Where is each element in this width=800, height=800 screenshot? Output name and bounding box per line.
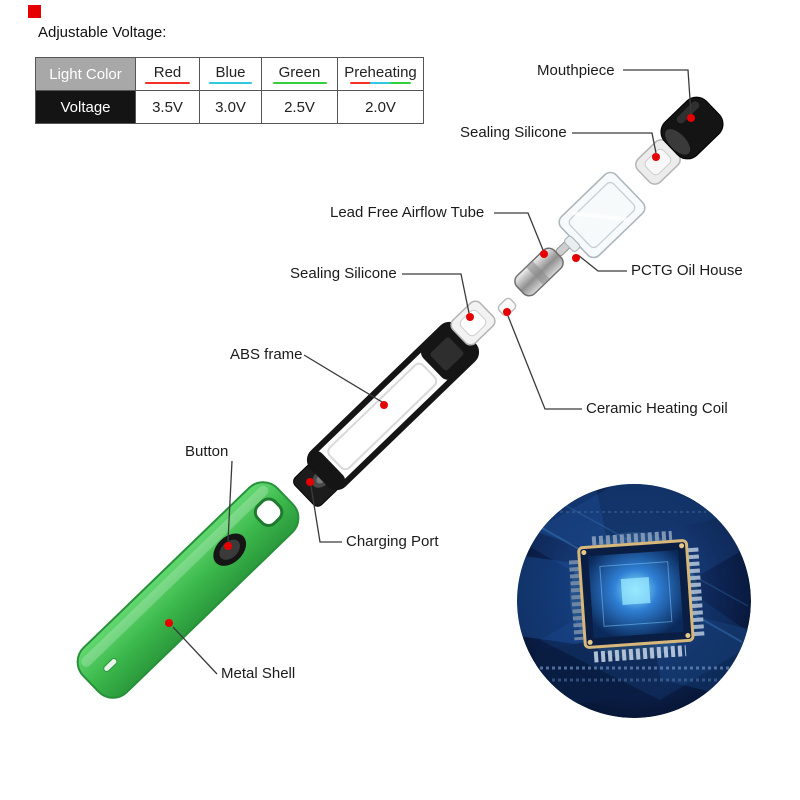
label-charging-port: Charging Port [346,533,439,550]
label-button: Button [185,443,229,460]
marker-dot-charging-port [306,478,314,486]
leader-line-button [227,460,233,542]
table-color-blue: Blue [200,58,262,91]
leader-line-ceramic-heating-coil [507,315,582,410]
label-sealing-silicone-top: Sealing Silicone [460,124,567,141]
marker-dot-airflow-tube [540,250,548,258]
leader-line-metal-shell [172,626,218,675]
table-color-preheating: Preheating [338,58,424,91]
table-color-green: Green [262,58,338,91]
cpu-photo-circle [517,484,751,718]
label-abs-frame: ABS frame [230,346,303,363]
leader-line-airflow-tube [494,212,544,251]
voltage-green: 2.5V [262,91,338,124]
marker-dot-sealing-silicone-mid [466,313,474,321]
metal-shell-graphic [76,481,300,699]
airflow-tube-graphic [514,241,571,297]
pctg-oil-house-graphic [558,171,646,259]
led-slot [103,658,118,672]
voltage-red: 3.5V [136,91,200,124]
marker-dot-mouthpiece [687,114,695,122]
marker-dots [165,114,695,627]
label-pctg-oil-house: PCTG Oil House [631,262,743,279]
label-airflow-tube: Lead Free Airflow Tube [330,204,485,221]
leader-lines [172,69,692,675]
label-ceramic-heating-coil: Ceramic Heating Coil [586,400,728,417]
corner-marker [28,5,41,18]
cpu-chip [568,530,705,663]
voltage-table: Light Color Red Blue Green Preheating Vo… [35,57,424,124]
marker-dot-sealing-silicone-top [652,153,660,161]
section-title: Adjustable Voltage: [38,24,167,41]
label-metal-shell: Metal Shell [221,665,296,682]
label-mouthpiece: Mouthpiece [537,62,615,79]
marker-dot-ceramic-heating-coil [503,308,511,316]
ceramic-heating-coil-graphic [497,297,517,317]
label-sealing-silicone-mid: Sealing Silicone [290,265,397,282]
preheating-underline [349,82,412,84]
red-underline [144,82,191,84]
leader-line-abs-frame [303,354,383,403]
table-row1-label: Light Color [36,58,136,91]
leader-line-mouthpiece [623,69,692,115]
color-name-blue: Blue [215,64,246,81]
color-name-red: Red [153,64,182,81]
color-name-green: Green [278,64,321,81]
leader-line-sealing-silicone-mid [402,273,470,314]
voltage-blue: 3.0V [200,91,262,124]
marker-dot-button [224,542,232,550]
leader-line-charging-port [310,485,342,543]
leader-line-sealing-silicone-top [572,132,657,154]
leader-line-pctg-oil-house [577,254,627,272]
marker-dot-abs-frame [380,401,388,409]
color-name-preheating: Preheating [344,64,417,81]
green-underline [272,82,327,84]
abs-frame-graphic [306,321,480,491]
mouthpiece-graphic [660,96,724,160]
voltage-preheating: 2.0V [338,91,424,124]
marker-dot-pctg-oil-house [572,254,580,262]
lanyard-hole [253,497,284,527]
blue-underline [208,82,253,84]
table-color-red: Red [136,58,200,91]
marker-dot-metal-shell [165,619,173,627]
circuit-board-rows [540,511,732,682]
table-row2-label: Voltage [36,91,136,124]
